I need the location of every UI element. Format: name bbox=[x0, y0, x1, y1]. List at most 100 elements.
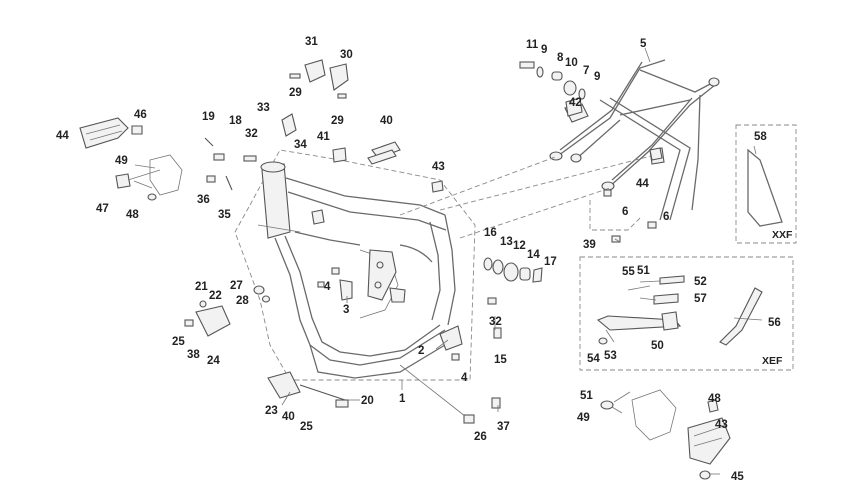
callout: 33 bbox=[257, 102, 270, 114]
callout: 42 bbox=[569, 97, 582, 109]
pin-47 bbox=[115, 173, 131, 189]
callout: 57 bbox=[694, 293, 707, 305]
callout: 29 bbox=[289, 87, 302, 99]
callout: 40 bbox=[282, 411, 295, 423]
callout: 51 bbox=[637, 265, 650, 277]
clip-48-left bbox=[147, 193, 157, 201]
main-frame bbox=[234, 149, 476, 381]
sleeve-14 bbox=[519, 267, 531, 281]
clamp-42 bbox=[565, 97, 583, 117]
pin-52 bbox=[659, 275, 685, 285]
bolt-11 bbox=[519, 61, 535, 69]
callout: 20 bbox=[361, 395, 374, 407]
washer-16 bbox=[483, 257, 493, 271]
left-footpeg-assembly bbox=[79, 117, 183, 201]
bolt-32b bbox=[487, 297, 497, 305]
right-footpeg-assembly bbox=[600, 389, 731, 480]
spring-46 bbox=[131, 125, 143, 135]
callout: 6 bbox=[622, 206, 628, 218]
bolt-51 bbox=[613, 391, 631, 403]
xef-label: XEF bbox=[762, 355, 783, 367]
frame-top-tube bbox=[285, 177, 446, 216]
callout: 49 bbox=[115, 155, 128, 167]
xxf-stand-box bbox=[735, 124, 797, 244]
callout: 10 bbox=[565, 57, 578, 69]
callout: 19 bbox=[202, 111, 215, 123]
callout: 8 bbox=[557, 52, 564, 64]
callout: 17 bbox=[544, 256, 557, 268]
bracket-33 bbox=[281, 113, 297, 137]
clip-41 bbox=[332, 147, 347, 163]
callout: 34 bbox=[294, 139, 307, 151]
callout: 23 bbox=[265, 405, 278, 417]
callout: 3 bbox=[343, 304, 349, 316]
seal-13 bbox=[492, 259, 504, 275]
callout: 7 bbox=[583, 65, 589, 77]
callout: 52 bbox=[694, 276, 707, 288]
callout: 24 bbox=[207, 355, 220, 367]
callout: 38 bbox=[187, 349, 200, 361]
leader-lines bbox=[133, 47, 763, 475]
callout: 35 bbox=[218, 209, 231, 221]
callout: 37 bbox=[497, 421, 510, 433]
callout: 22 bbox=[209, 290, 222, 302]
callout: 41 bbox=[317, 131, 330, 143]
engine-mount-plate bbox=[367, 249, 397, 301]
callout: 25 bbox=[172, 336, 185, 348]
bracket-31 bbox=[304, 59, 326, 83]
callout: 51 bbox=[580, 390, 593, 402]
bearing-12 bbox=[503, 262, 519, 282]
pin-53 bbox=[605, 329, 615, 343]
washer-49 bbox=[600, 400, 614, 410]
subframe-upper-rail bbox=[554, 59, 666, 159]
subframe-lower-rail bbox=[607, 84, 716, 189]
xef-kickstand-box bbox=[579, 256, 794, 371]
bushing-10 bbox=[563, 80, 577, 96]
steering-head-tube bbox=[261, 163, 291, 239]
footpeg-mount-right bbox=[631, 389, 677, 441]
bracket-23 bbox=[267, 371, 301, 399]
frame-rear-spar bbox=[444, 214, 456, 326]
callout: 12 bbox=[513, 240, 526, 252]
callout: 9 bbox=[541, 44, 547, 56]
bolt-26 bbox=[399, 364, 471, 421]
callout: 32 bbox=[245, 128, 258, 140]
callout: 28 bbox=[236, 295, 249, 307]
callout: 39 bbox=[583, 239, 596, 251]
washer-28 bbox=[261, 295, 271, 303]
bracket-22 bbox=[195, 305, 231, 337]
rear-subframe bbox=[549, 59, 720, 221]
callout: 55 bbox=[622, 266, 635, 278]
nut-27 bbox=[253, 285, 265, 295]
callout: 48 bbox=[708, 393, 721, 405]
washer-54 bbox=[598, 337, 608, 345]
callout: 25 bbox=[300, 421, 313, 433]
subframe-connection-lines bbox=[399, 154, 656, 239]
bolt-51-xef bbox=[627, 285, 651, 291]
clip-43 bbox=[431, 180, 444, 193]
hardware-parts bbox=[184, 59, 663, 424]
callout: 32 bbox=[489, 316, 502, 328]
callout: 6 bbox=[663, 211, 669, 223]
frame-down-tube bbox=[274, 237, 446, 366]
callout: 11 bbox=[526, 39, 539, 51]
callout: 44 bbox=[636, 178, 649, 190]
footpeg-mount bbox=[149, 154, 183, 196]
callout: 15 bbox=[494, 354, 507, 366]
callout: 4 bbox=[324, 281, 331, 293]
callout: 13 bbox=[500, 236, 513, 248]
strap-56 bbox=[719, 287, 763, 346]
nut-45 bbox=[699, 470, 711, 480]
callout: 53 bbox=[604, 350, 617, 362]
callout: 29 bbox=[331, 115, 344, 127]
callout: 50 bbox=[651, 340, 664, 352]
callout: 21 bbox=[195, 281, 208, 293]
callout: 43 bbox=[432, 161, 445, 173]
callout: 54 bbox=[587, 353, 600, 365]
callout: 26 bbox=[474, 431, 487, 443]
footpeg-44-left bbox=[79, 117, 129, 149]
spring-57 bbox=[653, 293, 679, 305]
callout: 44 bbox=[56, 130, 69, 142]
callout: 4 bbox=[461, 372, 468, 384]
footpeg-43-right bbox=[687, 417, 731, 465]
